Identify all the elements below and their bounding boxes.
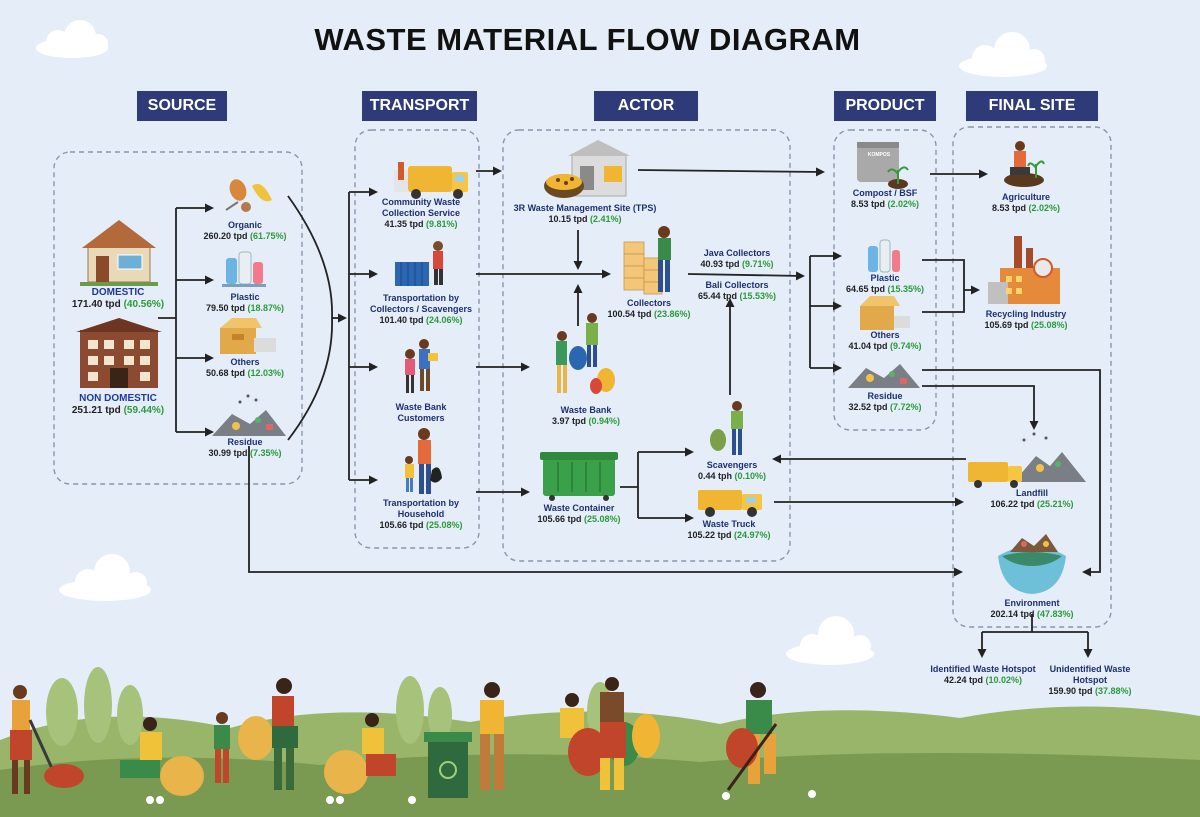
agriculture-farmer-icon xyxy=(1004,141,1045,187)
waste-bank-customers-icon xyxy=(405,339,438,393)
node-community-collection: Community Waste Collection Service 41.35… xyxy=(381,197,461,229)
node-organic: Organic 260.20 tpd (61.75%) xyxy=(203,220,287,241)
header-transport: TRANSPORT xyxy=(362,91,477,121)
cloud-icon xyxy=(59,554,151,601)
garbage-truck-icon xyxy=(394,162,468,199)
node-plastic-product: Plastic 64.65 tpd (15.35%) xyxy=(845,273,925,294)
residue-product-icon xyxy=(848,364,920,388)
waste-bank-people-icon xyxy=(556,313,615,394)
node-java-collectors: Java Collectors 40.93 tpd (9.71%) xyxy=(700,248,774,269)
scavenger-icon xyxy=(710,401,743,455)
node-compost: Compost / BSF 8.53 tpd (2.02%) xyxy=(850,188,920,209)
tps-building-icon xyxy=(544,140,630,198)
node-plastic-source: Plastic 79.50 tpd (18.87%) xyxy=(205,292,285,313)
node-environment: Environment 202.14 tpd (47.83%) xyxy=(990,598,1074,619)
header-final-site: FINAL SITE xyxy=(966,91,1098,121)
node-others-source: Others 50.68 tpd (12.03%) xyxy=(205,357,285,378)
office-building-icon xyxy=(76,318,162,388)
recycling-factory-icon xyxy=(988,236,1060,304)
cloud-icon xyxy=(36,20,108,58)
environment-globe-icon xyxy=(998,534,1066,594)
node-waste-container: Waste Container 105.66 tpd (25.08%) xyxy=(537,503,621,524)
flow-arrows xyxy=(158,166,1101,658)
node-tps: 3R Waste Management Site (TPS) 10.15 tpd… xyxy=(513,203,657,224)
node-household-transport: Transportation by Household 105.66 tpd (… xyxy=(379,498,463,530)
residue-pile-icon xyxy=(212,394,286,436)
node-others-product: Others 41.04 tpd (9.74%) xyxy=(848,330,922,351)
node-collectors: Collectors 100.54 tpd (23.86%) xyxy=(607,298,691,319)
node-collectors-transport: Transportation by Collectors / Scavenger… xyxy=(369,293,473,325)
diagram-title: WASTE MATERIAL FLOW DIAGRAM xyxy=(314,22,861,57)
collector-worker-icon xyxy=(623,226,671,295)
cloud-icon xyxy=(786,616,874,665)
node-residue-product: Residue 32.52 tpd (7.72%) xyxy=(848,391,922,412)
node-non-domestic: NON DOMESTIC 251.21 tpd (59.44%) xyxy=(71,393,165,416)
organic-waste-icon xyxy=(225,179,272,212)
waste-truck-icon xyxy=(698,490,762,517)
header-product: PRODUCT xyxy=(834,91,936,121)
plastic-product-icon xyxy=(868,239,900,273)
house-icon xyxy=(80,220,158,286)
node-identified-hotspot: Identified Waste Hotspot 42.24 tpd (10.0… xyxy=(930,664,1036,685)
header-actor: ACTOR xyxy=(594,91,698,121)
node-waste-bank: Waste Bank 3.97 tpd (0.94%) xyxy=(551,405,621,426)
node-waste-truck: Waste Truck 105.22 tpd (24.97%) xyxy=(687,519,771,540)
node-residue-source: Residue 30.99 tpd (7.35%) xyxy=(208,437,282,458)
scavenger-cart-icon xyxy=(395,241,443,286)
compost-bag-icon xyxy=(857,142,909,189)
node-domestic: DOMESTIC 171.40 tpd (40.56%) xyxy=(71,287,165,310)
cloud-icon xyxy=(959,32,1047,77)
node-scavengers: Scavengers 0.44 tph (0.10%) xyxy=(697,460,767,481)
plastic-waste-icon xyxy=(222,251,266,287)
header-source: SOURCE xyxy=(137,91,227,121)
node-bali-collectors: Bali Collectors 65.44 tpd (15.53%) xyxy=(697,280,777,301)
household-family-icon xyxy=(405,428,442,494)
landfill-icon xyxy=(968,432,1086,488)
node-recycling-industry: Recycling Industry 105.69 tpd (25.08%) xyxy=(984,309,1068,330)
node-waste-bank-customers: Waste Bank Customers xyxy=(395,402,447,423)
node-landfill: Landfill 106.22 tpd (25.21%) xyxy=(990,488,1074,509)
volunteers-illustration xyxy=(10,677,816,804)
waste-container-icon xyxy=(540,452,618,501)
cardboard-box-icon xyxy=(220,318,276,354)
kompos-bag-label: KOMPOS xyxy=(867,152,891,158)
others-box-icon xyxy=(860,296,910,330)
node-unidentified-hotspot: Unidentified Waste Hotspot 159.90 tpd (3… xyxy=(1048,664,1132,696)
node-agriculture: Agriculture 8.53 tpd (2.02%) xyxy=(991,192,1061,213)
